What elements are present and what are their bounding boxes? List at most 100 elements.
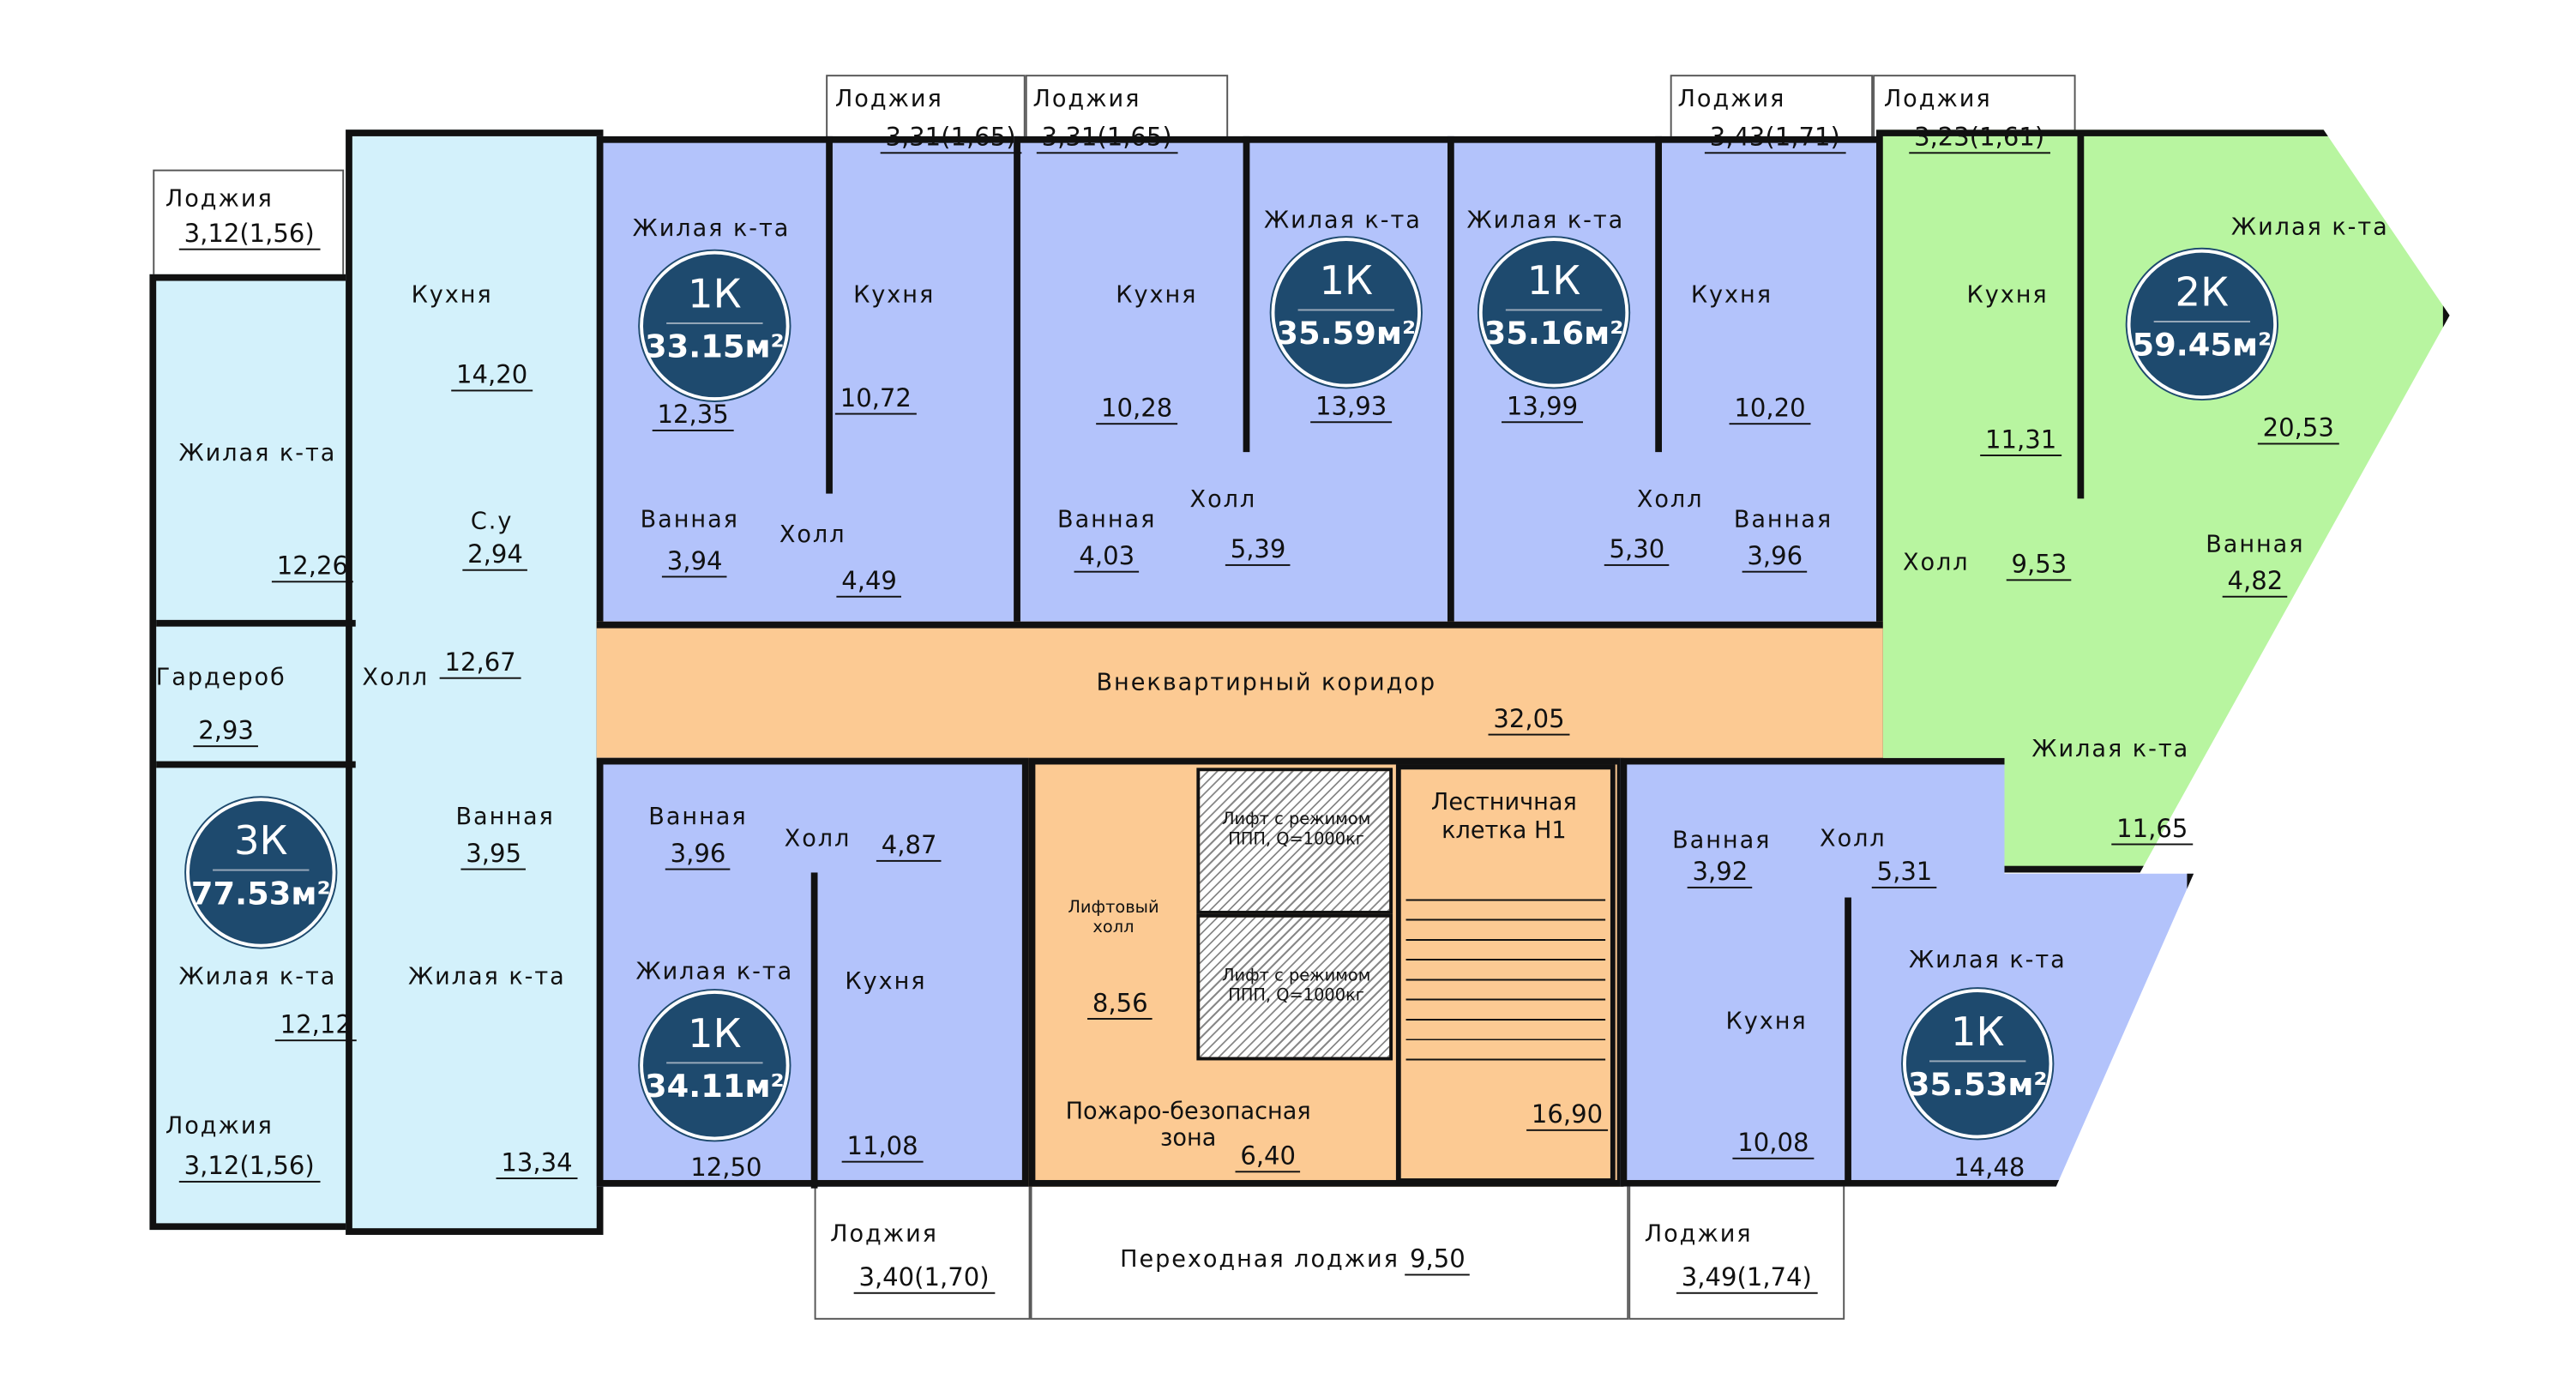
apartment-3k <box>149 274 366 1231</box>
loggia-label: Лоджия <box>830 1221 938 1249</box>
room-name: Кухня <box>1690 282 1773 310</box>
loggia-label: Лоджия <box>165 186 274 214</box>
apartment-1k-3559 <box>1014 135 1454 629</box>
badge-area: 35.53м² <box>1907 1067 2048 1104</box>
loggia-area: 3,49(1,74) <box>1676 1262 1817 1294</box>
room-area: 12,67 <box>439 647 521 679</box>
room-area: 2,94 <box>462 539 528 571</box>
loggia-area: 3,40(1,70) <box>853 1262 995 1294</box>
stair-walls <box>1395 764 1616 1183</box>
badge-area: 77.53м² <box>190 876 331 912</box>
wall <box>156 761 356 768</box>
room-area: 12,35 <box>652 400 734 431</box>
apartment-badge-2k[interactable]: 2К 59.45м² <box>2127 249 2278 400</box>
loggia-area: 3,12(1,56) <box>178 1151 320 1183</box>
wall <box>1243 135 1250 453</box>
badge-type: 1К <box>1319 257 1374 304</box>
room-name: Холл <box>1189 486 1257 514</box>
room-area: 5,39 <box>1225 534 1291 566</box>
loggia-area: 3,12(1,56) <box>178 219 320 250</box>
room-name: Холл <box>779 521 846 549</box>
badge-type: 3К <box>233 817 288 864</box>
badge-area: 59.45м² <box>2132 327 2272 364</box>
badge-type: 1К <box>688 270 742 318</box>
room-name: Ванная <box>2206 532 2305 559</box>
room-area: 3,96 <box>1742 541 1808 573</box>
apartment-badge-3k[interactable]: 3К 77.53м² <box>186 798 336 948</box>
lift-hall-area: 8,56 <box>1087 988 1153 1020</box>
badge-type: 2К <box>2175 268 2230 316</box>
badge-type: 1К <box>688 1010 742 1057</box>
room-area: 9,53 <box>2006 550 2073 581</box>
corridor-name: Внеквартирный коридор <box>1096 670 1437 697</box>
apartment-1k-3516 <box>1447 135 1883 629</box>
room-name: Холл <box>1636 486 1704 514</box>
corridor-area: 32,05 <box>1488 704 1570 736</box>
room-name: Жилая к-та <box>2230 214 2389 242</box>
wall <box>826 135 833 494</box>
room-name: Кухня <box>1725 1009 1808 1036</box>
wall <box>1845 897 1851 1183</box>
stair-name: Лестничная клетка Н1 <box>1430 789 1577 845</box>
room-area: 12,26 <box>271 551 353 583</box>
passage-loggia-area: 9,50 <box>1405 1244 1471 1276</box>
room-area: 10,28 <box>1096 393 1178 425</box>
wall <box>1655 135 1662 453</box>
loggia-1k3411 <box>814 1183 1031 1320</box>
room-area: 4,87 <box>876 830 942 862</box>
room-area: 10,08 <box>1732 1128 1815 1159</box>
fire-zone-name: Пожаро-безопасная зона <box>1065 1099 1311 1153</box>
lift-hall-name: Лифтовый холл <box>1068 899 1159 938</box>
room-area: 13,93 <box>1310 391 1393 424</box>
room-area: 13,34 <box>496 1147 578 1180</box>
room-name: Кухня <box>1116 282 1198 310</box>
room-area: 12,12 <box>274 1009 357 1042</box>
loggia-area: 3,43(1,71) <box>1704 122 1845 154</box>
room-name: Гардероб <box>155 665 286 692</box>
room-area: 13,99 <box>1502 391 1583 424</box>
room-name: С.у <box>470 509 514 536</box>
badge-type: 1К <box>1526 257 1581 304</box>
room-area: 3,94 <box>661 546 728 578</box>
loggia-label: Лоджия <box>165 1113 274 1141</box>
loggia-area: 3,23(1,61) <box>1909 122 2050 154</box>
room-area: 12,50 <box>685 1153 767 1184</box>
room-name: Кухня <box>845 968 927 996</box>
apartment-badge-1k-3559[interactable]: 1К 35.59м² <box>1271 238 1421 388</box>
room-area: 4,82 <box>2222 566 2289 598</box>
room-area: 11,31 <box>1980 425 2062 456</box>
loggia-label: Лоджия <box>1644 1221 1753 1249</box>
room-area: 20,53 <box>2257 413 2339 445</box>
stairs-icon <box>1405 881 1606 1064</box>
room-area: 3,96 <box>665 839 731 870</box>
lift-shaft-1 <box>1196 768 1393 914</box>
room-name: Кухня <box>1966 282 2049 310</box>
loggia-label: Лоджия <box>834 86 943 113</box>
room-name: Кухня <box>853 282 936 310</box>
room-area: 11,65 <box>2111 814 2194 846</box>
room-area: 11,08 <box>841 1131 924 1163</box>
room-name: Жилая к-та <box>635 959 794 986</box>
room-name: Ванная <box>455 804 555 831</box>
badge-area: 35.59м² <box>1276 316 1417 352</box>
loggia-1k3553 <box>1628 1183 1845 1320</box>
room-name: Холл <box>784 826 852 853</box>
fire-zone-area: 6,40 <box>1235 1141 1301 1173</box>
room-name: Жилая к-та <box>407 964 566 991</box>
stair-area: 16,90 <box>1526 1099 1608 1131</box>
room-name: Жилая к-та <box>632 215 791 243</box>
room-name: Жилая к-та <box>178 964 337 991</box>
room-area: 5,30 <box>1604 534 1670 566</box>
room-area: 4,03 <box>1074 541 1140 573</box>
room-name: Холл <box>1820 826 1887 853</box>
loggia-label: Лоджия <box>1032 86 1141 113</box>
room-area: 10,20 <box>1729 393 1811 425</box>
loggia-3k-top <box>153 169 345 283</box>
room-name: Ванная <box>1672 828 1772 855</box>
room-name: Холл <box>1902 550 1970 577</box>
